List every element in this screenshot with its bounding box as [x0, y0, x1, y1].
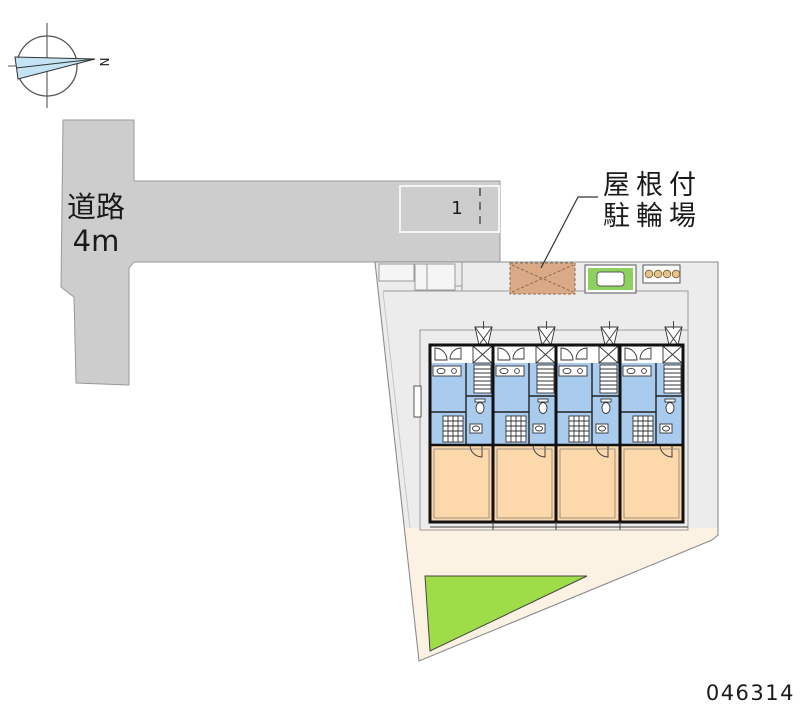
leader-line: [540, 196, 598, 269]
planter: [584, 264, 637, 294]
bin-circle: [644, 269, 654, 279]
parking-space: [399, 185, 500, 233]
road-name: 道路: [67, 190, 125, 224]
planter-center: [596, 271, 625, 287]
bin-circle: [662, 269, 672, 279]
lawn: [424, 575, 588, 652]
access-lane-surface: [133, 181, 500, 262]
site-entrance: [378, 262, 689, 330]
unit-4: [619, 320, 684, 523]
party-walls: [491, 345, 622, 522]
bin-circle: [653, 269, 663, 279]
meter-box: [413, 385, 422, 418]
entrance-lines: [383, 264, 462, 292]
parking-space-number: 1: [451, 198, 462, 219]
entrance-step-right: [414, 263, 456, 291]
apartment-building: [413, 320, 689, 531]
bin-circle: [671, 269, 681, 279]
unit-3: [555, 320, 620, 523]
bicycle-parking-label-line2: 駐輪場: [603, 201, 702, 232]
site-boundary: [374, 261, 719, 662]
party-wall-ticks: [430, 522, 688, 530]
inner-boundary-line: [382, 291, 411, 529]
bin-storage: [642, 264, 681, 284]
front-yard: [404, 528, 718, 661]
entrance-step-left: [378, 263, 415, 282]
unit-2: [492, 320, 557, 523]
bicycle-shelter-cross: [511, 264, 574, 293]
compass: N: [8, 23, 111, 108]
road: 1 道路 4m: [60, 119, 501, 386]
bicycle-shelter-roof: [509, 262, 576, 295]
bicycle-parking-label-line1: 屋根付: [603, 170, 702, 201]
road-width: 4m: [73, 224, 120, 258]
covered-bicycle-parking: [509, 262, 576, 295]
plan-number: 046314: [706, 681, 795, 705]
unit-1: [429, 320, 494, 523]
compass-needle-axis: [15, 58, 96, 69]
north-label: N: [97, 58, 111, 67]
bicycle-parking-callout: 屋根付 駐輪場: [540, 170, 702, 269]
road-surface: [60, 119, 135, 386]
